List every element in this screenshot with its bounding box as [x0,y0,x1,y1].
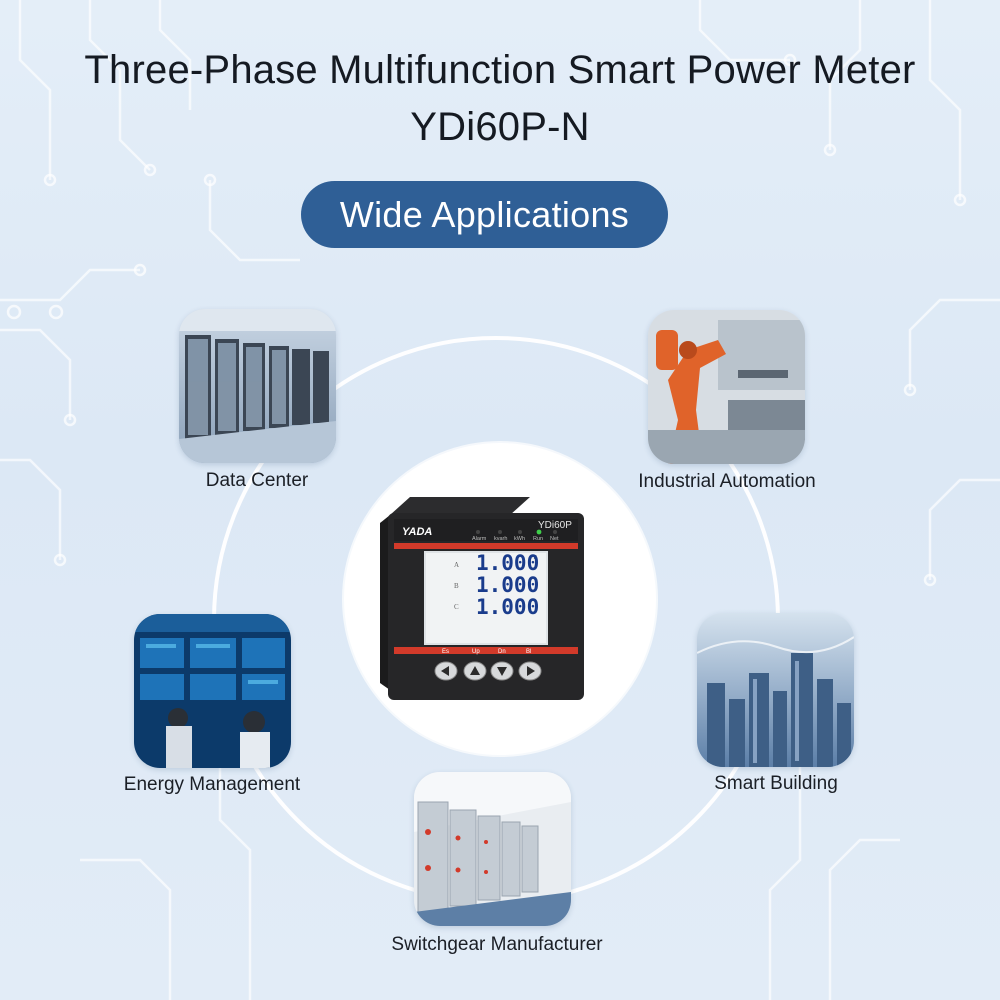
indicator-kvarh: kvarh [494,536,507,542]
page-title: Three-Phase Multifunction Smart Power Me… [84,48,916,92]
indicator-kwh: kWh [514,536,525,542]
power-meter-product: YADA YDi60P Alarm kvarh kWh Run Net A B … [380,497,584,700]
indicator-alarm: Alarm [472,536,487,542]
button-bl-label: Bl [526,649,531,655]
right-arrow-icon [527,666,535,676]
model-number: YDi60P-N [410,105,590,149]
switchgear-image [414,772,571,926]
down-arrow-icon [497,667,507,676]
energy-management-label: Energy Management [123,774,301,795]
reading-b: 1.000 [476,573,539,597]
brand-logo: YADA [402,526,432,538]
reading-c: 1.000 [476,595,539,619]
button-es-label: Es [442,649,449,655]
indicator-run: Run [533,536,543,542]
phase-a-label: A [454,561,459,569]
button-dn-label: Dn [498,649,506,655]
button-up-label: Up [472,649,480,655]
meter-buttons [434,661,542,681]
wide-applications-label: Wide Applications [339,193,630,235]
industrial-automation-image [648,310,805,464]
energy-management-image [134,614,291,768]
wide-applications-badge: Wide Applications [301,181,668,248]
data-center-label: Data Center [205,470,309,491]
unit-label: PF [530,555,537,561]
reading-a: 1.000 [476,551,539,575]
meter-model: YDi60P [538,520,572,531]
indicator-net: Net [550,536,559,542]
phase-c-label: C [454,603,459,611]
data-center-image [179,309,336,463]
smart-building-label: Smart Building [714,773,838,794]
phase-b-label: B [454,582,459,590]
left-arrow-icon [441,666,449,676]
up-arrow-icon [470,666,480,675]
switchgear-manufacturer-label: Switchgear Manufacturer [391,934,603,955]
smart-building-image [697,613,854,767]
industrial-automation-label: Industrial Automation [638,471,816,492]
